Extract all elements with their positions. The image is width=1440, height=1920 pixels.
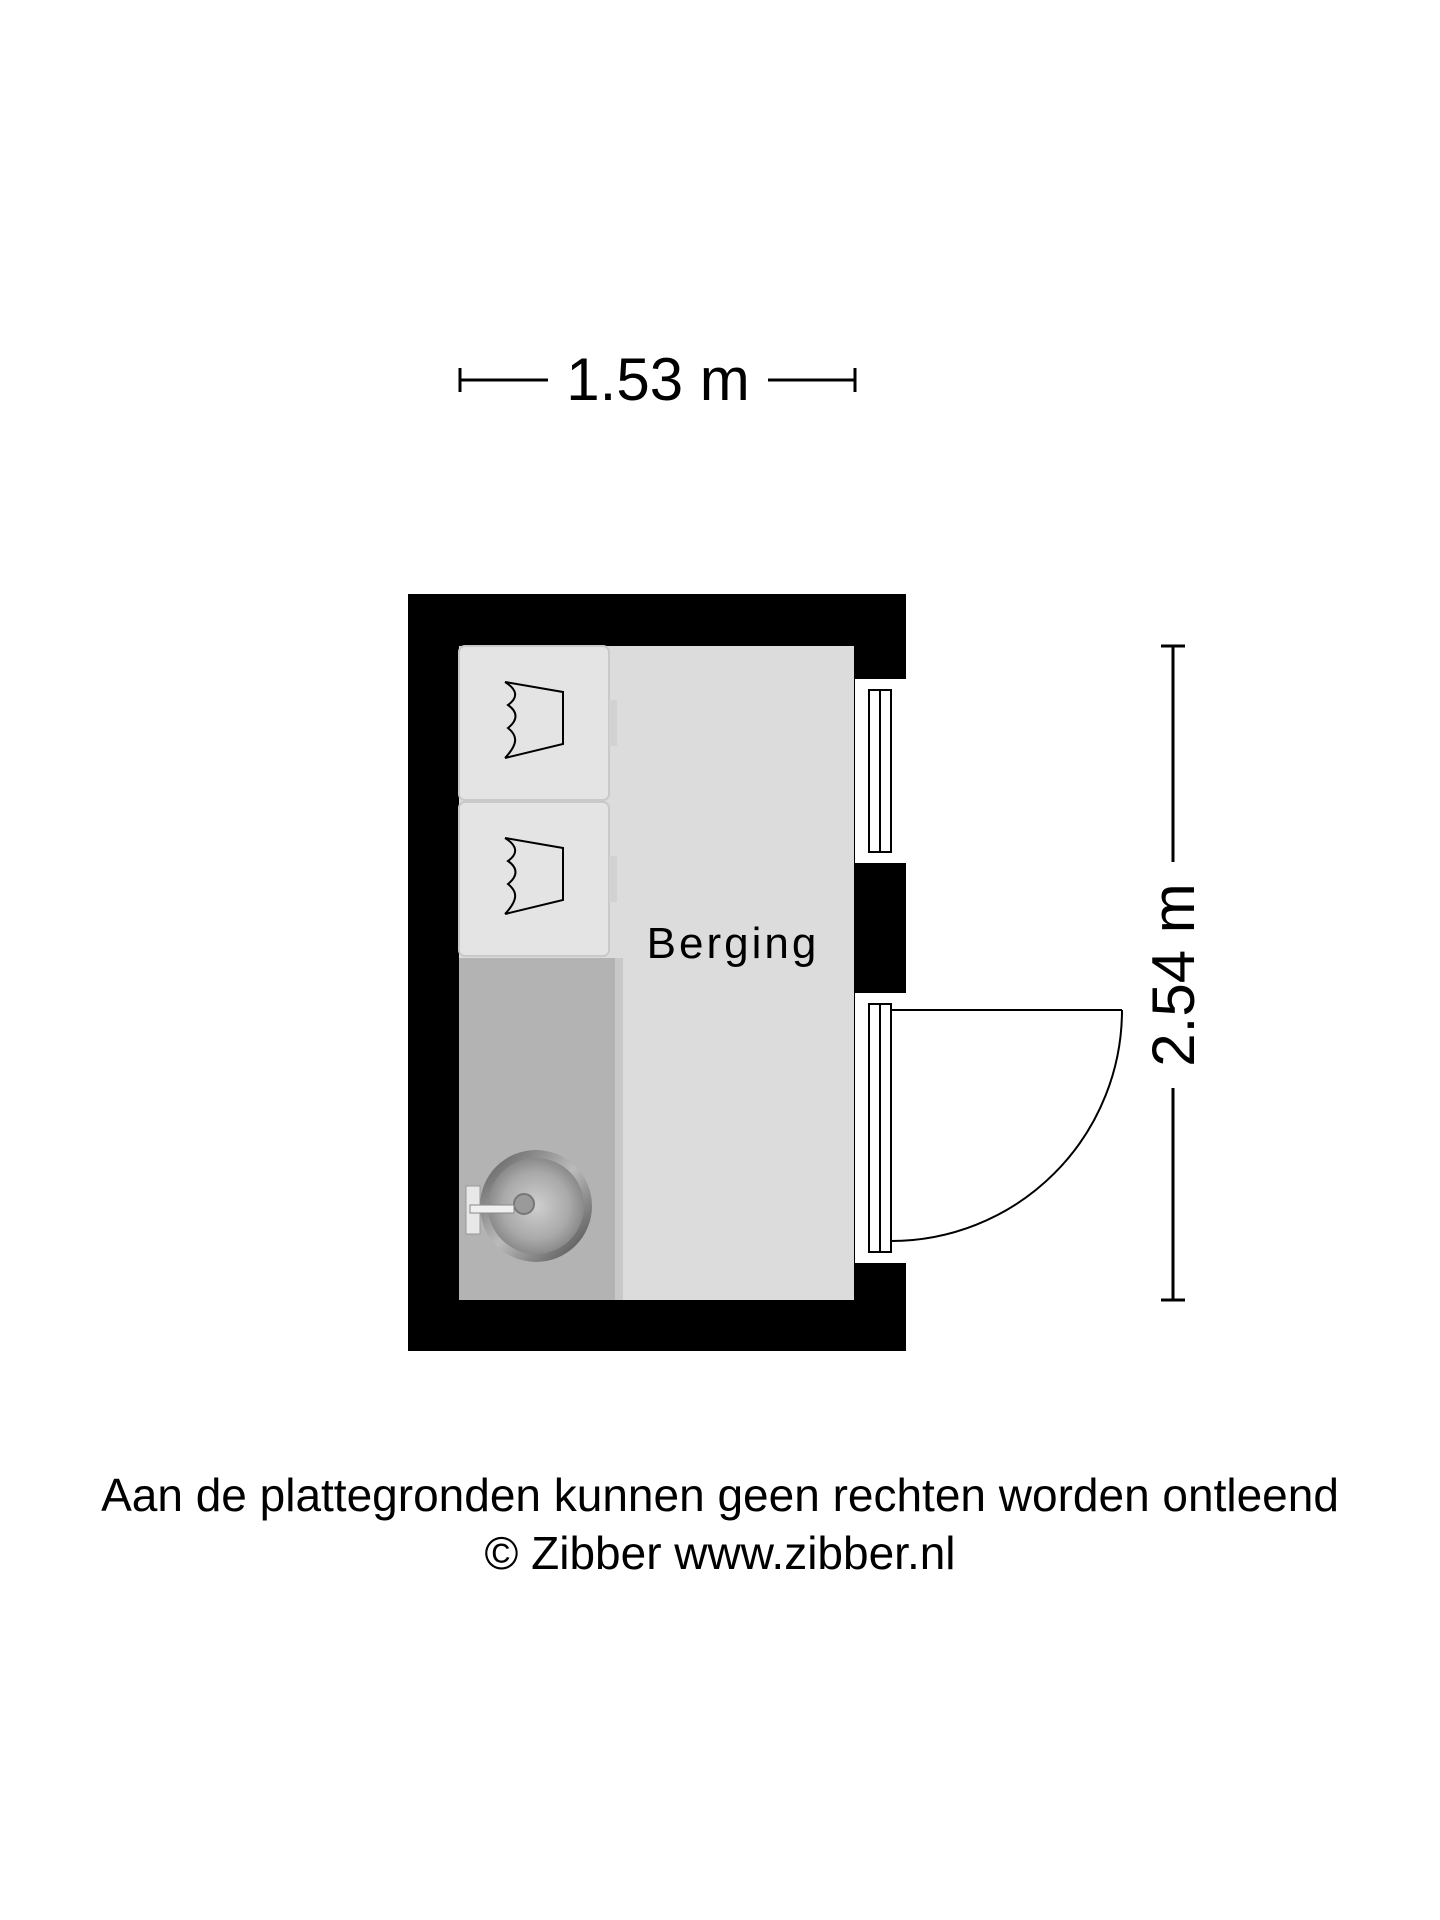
washing-machine-top bbox=[458, 645, 617, 801]
door bbox=[855, 991, 1123, 1265]
window bbox=[855, 677, 906, 865]
width-dimension-label: 1.53 m bbox=[566, 346, 749, 413]
sink bbox=[465, 1150, 592, 1262]
countertop-shadow bbox=[615, 958, 623, 1300]
disclaimer-text: Aan de plattegronden kunnen geen rechten… bbox=[101, 1469, 1339, 1521]
door-swing-arc bbox=[890, 1009, 1123, 1242]
width-dimension: 1.53 m bbox=[458, 346, 857, 413]
height-dimension-label: 2.54 m bbox=[1140, 883, 1207, 1066]
copyright-text: © Zibber www.zibber.nl bbox=[484, 1527, 956, 1579]
height-dimension: 2.54 m bbox=[1140, 644, 1207, 1302]
washing-machine-bottom bbox=[458, 801, 617, 957]
room-label: Berging bbox=[647, 919, 820, 968]
faucet bbox=[469, 1204, 515, 1214]
